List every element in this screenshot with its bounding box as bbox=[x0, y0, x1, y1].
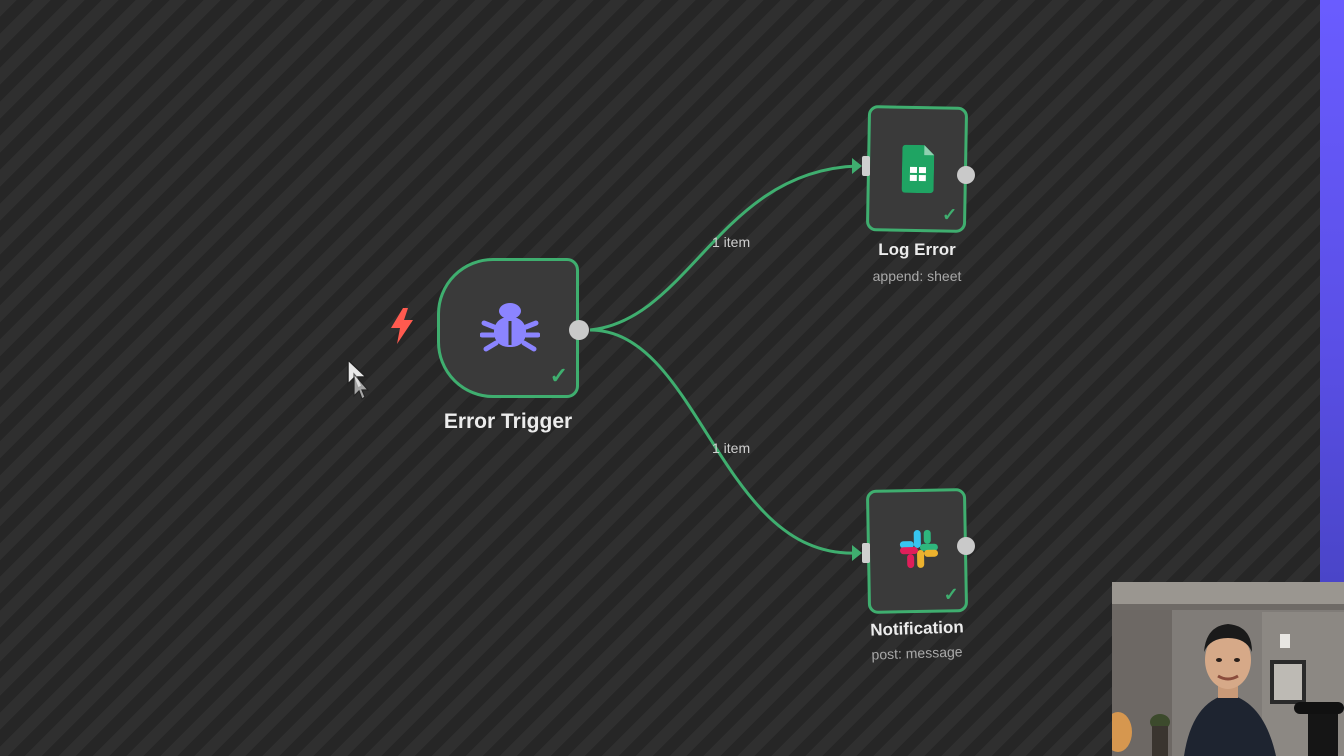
log-error-input-port[interactable] bbox=[862, 156, 870, 176]
edge-label-notification: 1 item bbox=[712, 440, 751, 456]
arrow-head-log-error bbox=[852, 158, 862, 174]
log-error-title: Log Error bbox=[878, 240, 956, 259]
error-trigger-title: Error Trigger bbox=[443, 410, 573, 433]
success-check-icon: ✓ bbox=[943, 584, 959, 605]
notification-output-port[interactable] bbox=[957, 537, 975, 555]
slack-icon bbox=[898, 528, 941, 576]
log-error-node[interactable]: ✓ bbox=[865, 105, 969, 233]
mouse-cursor-icon bbox=[346, 358, 372, 405]
success-check-icon: ✓ bbox=[941, 204, 958, 225]
connection-to-notification bbox=[589, 328, 859, 555]
presenter-video-image bbox=[1112, 582, 1344, 756]
webcam-overlay bbox=[1112, 582, 1344, 756]
notification-input-port[interactable] bbox=[862, 543, 870, 563]
notification-title: Notification bbox=[869, 617, 965, 640]
edge-label-log-error: 1 item bbox=[712, 234, 751, 250]
google-sheets-icon bbox=[901, 144, 935, 199]
log-error-output-port[interactable] bbox=[957, 166, 975, 184]
lightning-bolt-icon[interactable] bbox=[389, 308, 415, 349]
error-trigger-node[interactable]: ✓ bbox=[437, 258, 579, 398]
side-panel-edge bbox=[1320, 0, 1344, 582]
error-trigger-output-port[interactable] bbox=[569, 320, 589, 340]
arrow-head-notification bbox=[852, 545, 862, 561]
success-check-icon: ✓ bbox=[549, 363, 568, 388]
bug-icon bbox=[479, 297, 541, 362]
notification-node[interactable]: ✓ bbox=[865, 488, 969, 614]
connection-to-log-error bbox=[589, 164, 859, 332]
log-error-subtitle: append: sheet bbox=[872, 268, 962, 284]
